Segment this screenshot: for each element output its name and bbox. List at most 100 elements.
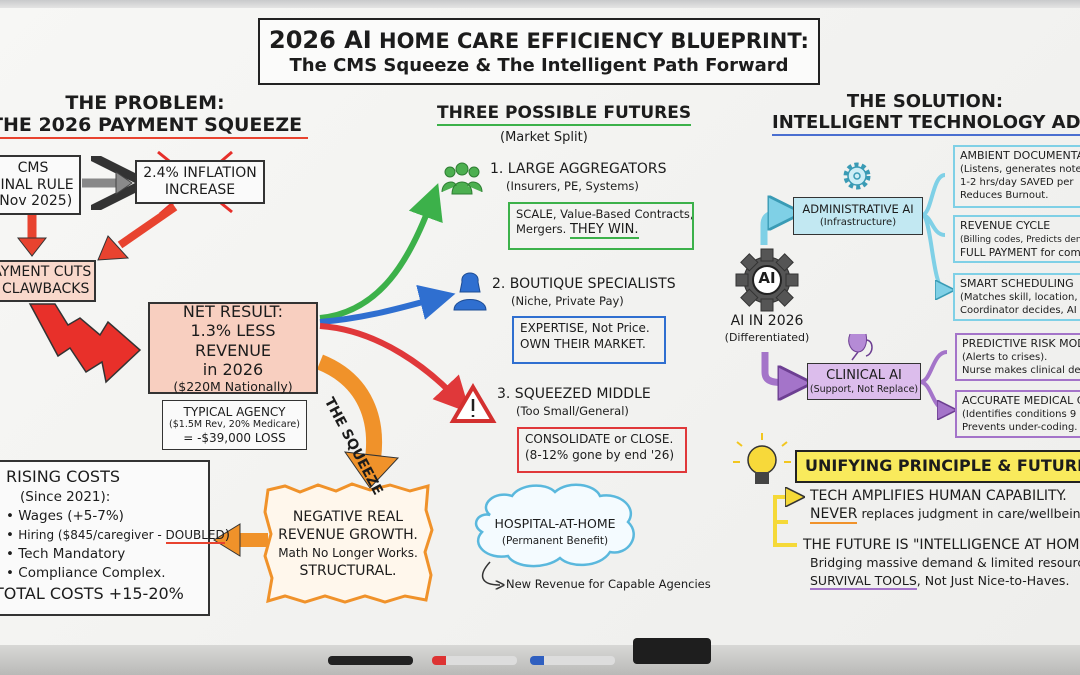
admin-item-title: SMART SCHEDULING [960, 277, 1074, 290]
agency-detail: ($1.5M Rev, 20% Medicare) [169, 419, 300, 431]
principle-arrows [773, 497, 797, 547]
admin-item-line: 1-2 hrs/day SAVED per [960, 177, 1074, 189]
admin-item-title: REVENUE CYCLE [960, 219, 1051, 232]
ai-2026-label: AI IN 2026 [730, 313, 804, 329]
never-emphasis: NEVER [810, 506, 858, 524]
principle-bullet-2: THE FUTURE IS "INTELLIGENCE AT HOME" [803, 537, 1080, 553]
cloud-shape [474, 483, 635, 568]
blue-arrow [319, 284, 456, 325]
principle-bullet-2-detail: Bridging massive demand & limited resour… [810, 555, 1080, 570]
future-3-box-line: CONSOLIDATE or CLOSE. [525, 432, 674, 446]
clinical-branch-arrow [761, 352, 795, 383]
clinical-item-title: ACCURATE MEDICAL C [962, 394, 1080, 407]
negative-jagged-border [263, 482, 434, 604]
clinical-fanout [919, 350, 947, 410]
future-1-title: 1. LARGE AGGREGATORS [490, 161, 667, 177]
admin-item-line: FULL PAYMENT for com [960, 246, 1080, 259]
ai-gear-text: AI [758, 269, 776, 287]
cost-item: • Tech Mandatory [6, 546, 126, 563]
cost-item-text: Hiring ($845/caregiver - [18, 528, 166, 543]
cloud-note-arrow [481, 561, 500, 585]
red-arrow-diagonal [117, 203, 178, 249]
cost-item-close: ) [224, 527, 231, 544]
ai-2026-sub: (Differentiated) [724, 331, 810, 344]
admin-item-line: (Billing codes, Predicts denials) [960, 234, 1080, 245]
admin-item-line: (Matches skill, location, [960, 292, 1078, 304]
red-marker[interactable] [432, 656, 517, 665]
hospital-at-home-title: HOSPITAL-AT-HOME [494, 516, 616, 531]
agency-loss: = -$39,000 LOSS [183, 430, 286, 445]
clinical-item-line: Nurse makes clinical de [962, 365, 1080, 377]
net-result-box: NET RESULT: 1.3% LESS REVENUE in 2026 ($… [148, 302, 318, 394]
future-2-title: 2. BOUTIQUE SPECIALISTS [492, 276, 676, 292]
futures-heading: THREE POSSIBLE FUTURES [437, 103, 692, 126]
warning-icon [449, 383, 497, 423]
negative-line: Math No Longer Works. [278, 546, 418, 561]
rising-costs-since: (Since 2021): [20, 489, 111, 506]
future-3-box: CONSOLIDATE or CLOSE. (8-12% gone by end… [517, 427, 687, 473]
ambient-documentation-box: AMBIENT DOCUMENTATION (Listens, generate… [953, 145, 1080, 208]
admin-fanout [920, 173, 945, 290]
clinical-title: CLINICAL AI [826, 368, 902, 383]
title-box: 2026 AI HOME CARE EFFICIENCY BLUEPRINT: … [258, 18, 820, 85]
predictive-risk-box: PREDICTIVE RISK MOD (Alerts to crises). … [955, 333, 1080, 381]
admin-item-line: Coordinator decides, AI op [960, 305, 1080, 317]
zigzag-arrow [28, 303, 142, 384]
title-main: HOME CARE EFFICIENCY BLUEPRINT: [379, 29, 809, 54]
principle-bullet-1: TECH AMPLIFIES HUMAN CAPABILITY. [810, 488, 1067, 504]
cost-item: • Compliance Complex. [6, 564, 166, 581]
net-result-line: ($220M Nationally) [173, 378, 293, 394]
cost-item: • Hiring ($845/caregiver - DOUBLED) [6, 527, 231, 545]
clinical-item-title: PREDICTIVE RISK MOD [962, 337, 1080, 350]
admin-branch-arrow [760, 213, 785, 245]
future-3-title: 3. SQUEEZED MIDDLE [497, 386, 651, 402]
future-1-box-line: Mergers. THEY WIN. [516, 221, 686, 239]
cost-item-text: Tech Mandatory [18, 546, 126, 563]
net-result-title: NET RESULT: [182, 302, 284, 322]
future-2-sub: (Niche, Private Pay) [511, 294, 624, 308]
principle-heading: UNIFYING PRINCIPLE & FUTURE [795, 450, 1080, 483]
red-arrow-to-middle [319, 323, 471, 414]
inflation-line: INCREASE [164, 182, 236, 198]
admin-item-line: Reduces Burnout. [960, 190, 1049, 202]
cms-line: CMS [17, 159, 49, 176]
cms-final-rule-box: CMS FINAL RULE (Nov 2025) [0, 155, 81, 215]
cuts-line: PAYMENT CUTS [0, 264, 92, 281]
admin-item-line: (Listens, generates notes.) [960, 164, 1080, 176]
admin-item-title: AMBIENT DOCUMENTATION [960, 149, 1080, 162]
typical-agency-box: TYPICAL AGENCY ($1.5M Rev, 20% Medicare)… [162, 400, 307, 450]
cost-item-text: Wages (+5-7%) [18, 508, 124, 525]
principle-bullet-2-detail: SURVIVAL TOOLS, Not Just Nice-to-Haves. [810, 573, 1069, 590]
nurse-icon [453, 272, 487, 311]
clinical-item-line: Prevents under-coding. [962, 422, 1078, 434]
cost-item: • Wages (+5-7%) [6, 508, 124, 525]
problem-subheading: THE 2026 PAYMENT SQUEEZE [0, 114, 309, 139]
accurate-coding-box: ACCURATE MEDICAL C (Identifies condition… [955, 390, 1080, 438]
admin-sub: (Infrastructure) [819, 216, 897, 228]
administrative-ai-box: ADMINISTRATIVE AI (Infrastructure) [793, 197, 923, 235]
future-1-sub: (Insurers, PE, Systems) [506, 179, 639, 193]
payment-cuts-box: PAYMENT CUTS & CLAWBACKS [0, 260, 96, 302]
negative-line: NEGATIVE REAL [292, 508, 404, 525]
future-2-box-line: EXPERTISE, Not Price. [520, 321, 650, 335]
negative-growth-box: NEGATIVE REAL REVENUE GROWTH. Math No Lo… [270, 492, 426, 596]
smart-scheduling-box: SMART SCHEDULING (Matches skill, locatio… [953, 273, 1080, 321]
solution-heading: THE SOLUTION: [846, 91, 1004, 112]
green-arrow [319, 183, 443, 321]
agency-title: TYPICAL AGENCY [183, 404, 286, 419]
people-group-icon [441, 162, 483, 195]
whiteboard-frame [0, 0, 1080, 8]
total-costs: TOTAL COSTS +15-20% [0, 583, 184, 603]
black-marker[interactable] [328, 656, 413, 665]
eraser[interactable] [633, 638, 711, 664]
admin-title: ADMINISTRATIVE AI [802, 202, 914, 217]
future-3-sub: (Too Small/General) [516, 404, 629, 418]
title-subtitle: The CMS Squeeze & The Intelligent Path F… [289, 55, 789, 77]
gray-arrow-head [115, 171, 133, 195]
stethoscope-icon [848, 333, 873, 361]
clinical-item-line: (Alerts to crises). [962, 352, 1048, 364]
inflation-box: 2.4% INFLATION INCREASE [135, 160, 265, 204]
blue-marker[interactable] [530, 656, 615, 665]
future-1-box-text: Mergers. [516, 221, 570, 236]
